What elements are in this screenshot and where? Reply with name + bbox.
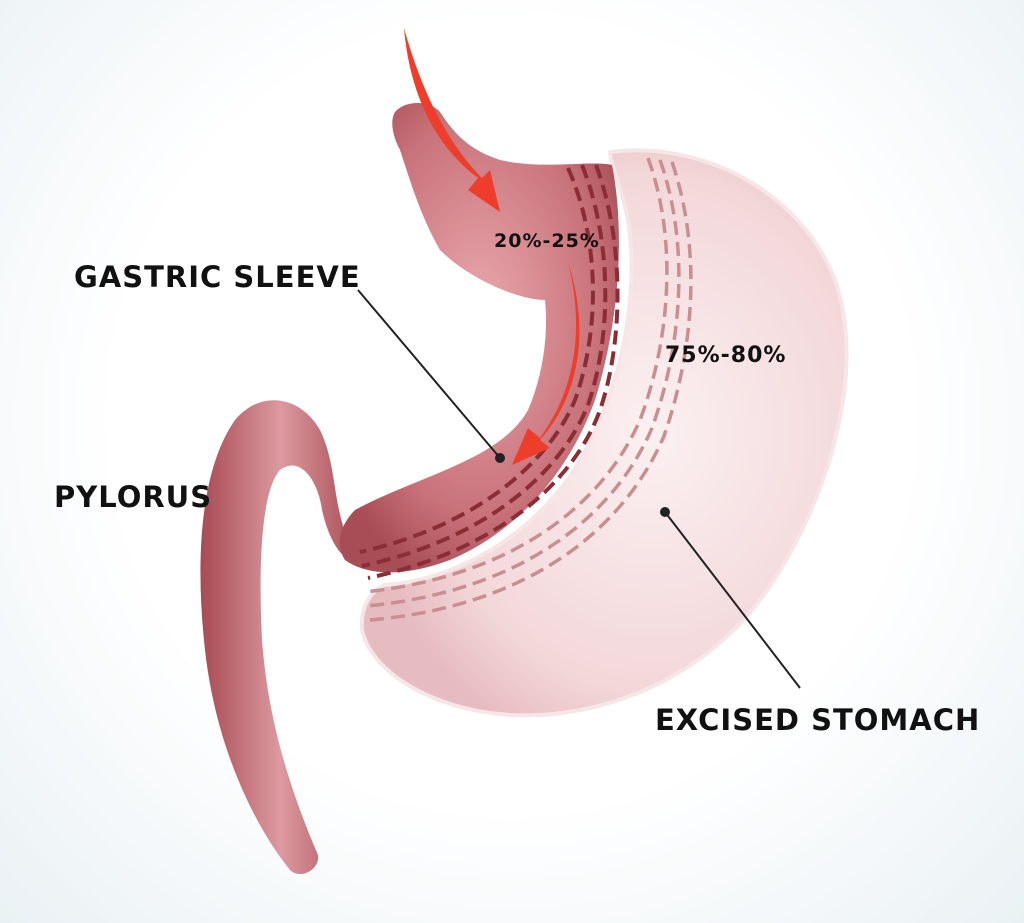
- arrow-esophagus: [404, 28, 500, 212]
- pylorus-label: PYLORUS: [54, 480, 212, 514]
- sleeve-percent-label: 20%-25%: [494, 230, 600, 252]
- excised-stomach-shape: [359, 148, 849, 718]
- excised-stomach-label: EXCISED STOMACH: [655, 703, 980, 737]
- excised-percent-label: 75%-80%: [665, 343, 786, 368]
- staple-line-excised: [364, 157, 693, 622]
- gastric-sleeve-shape: [339, 103, 619, 573]
- staple-line-sleeve: [359, 164, 620, 580]
- food-flow-arrows: [404, 28, 580, 465]
- gastric-sleeve-label: GASTRIC SLEEVE: [74, 260, 361, 294]
- leader-line-sleeve: [357, 289, 505, 463]
- arrow-sleeve: [512, 262, 580, 465]
- duodenum-shape: [200, 400, 360, 875]
- leader-line-excised: [660, 507, 801, 689]
